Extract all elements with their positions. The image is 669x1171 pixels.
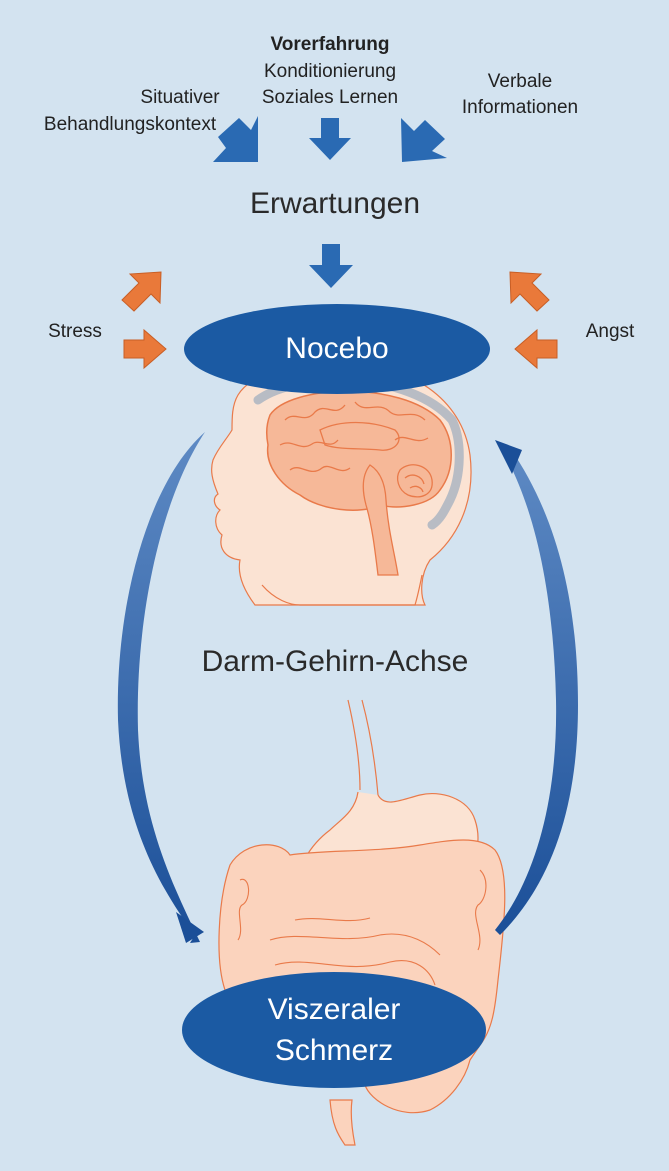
brain: [265, 390, 452, 511]
source-soziales-lernen: Soziales Lernen: [261, 87, 399, 108]
stress-arrows: [121, 271, 167, 370]
angst-label: Angst: [585, 321, 635, 342]
gut-brain-axis-label: Darm-Gehirn-Achse: [201, 645, 469, 678]
pain-label-line1: Viszeraler: [267, 993, 401, 1026]
source-situativer: Situativer: [140, 87, 220, 108]
arrow-stress-upper: [121, 271, 162, 312]
arrow-right-source: [401, 118, 447, 162]
neck: [261, 574, 423, 606]
oesophagus: [347, 699, 379, 796]
loop-arrow-up-right-head: [495, 440, 522, 474]
angst-arrows: [509, 271, 558, 370]
brainstem: [362, 464, 399, 576]
arrow-left-source: [213, 116, 258, 162]
source-konditionierung: Konditionierung: [263, 61, 397, 82]
loop-arrow-down-left-head: [176, 912, 204, 943]
arrow-expectations-to-nocebo: [309, 244, 353, 288]
arrow-center-source: [309, 118, 351, 160]
nocebo-oval: [184, 304, 490, 394]
arrow-angst-lower: [514, 328, 558, 370]
source-arrows: [213, 116, 447, 288]
source-verbale: Verbale: [487, 71, 553, 92]
arrow-angst-upper: [509, 271, 550, 312]
arrow-stress-lower: [123, 328, 167, 370]
source-vorerfahrung-title: Vorerfahrung: [270, 34, 390, 55]
brain-folds: [279, 401, 433, 498]
source-behandlungskontext: Behandlungskontext: [43, 114, 217, 135]
pain-label-line2: Schmerz: [274, 1034, 394, 1067]
loop-arrow-down-left: [117, 432, 205, 943]
source-informationen: Informationen: [461, 97, 579, 118]
pain-oval: [182, 972, 486, 1088]
expectations-label: Erwartungen: [249, 187, 421, 220]
loop-arrow-up-right: [495, 448, 578, 935]
rectum: [329, 1099, 356, 1146]
stress-label: Stress: [48, 321, 102, 342]
nocebo-label: Nocebo: [285, 332, 389, 365]
head-illustration: [211, 361, 472, 606]
